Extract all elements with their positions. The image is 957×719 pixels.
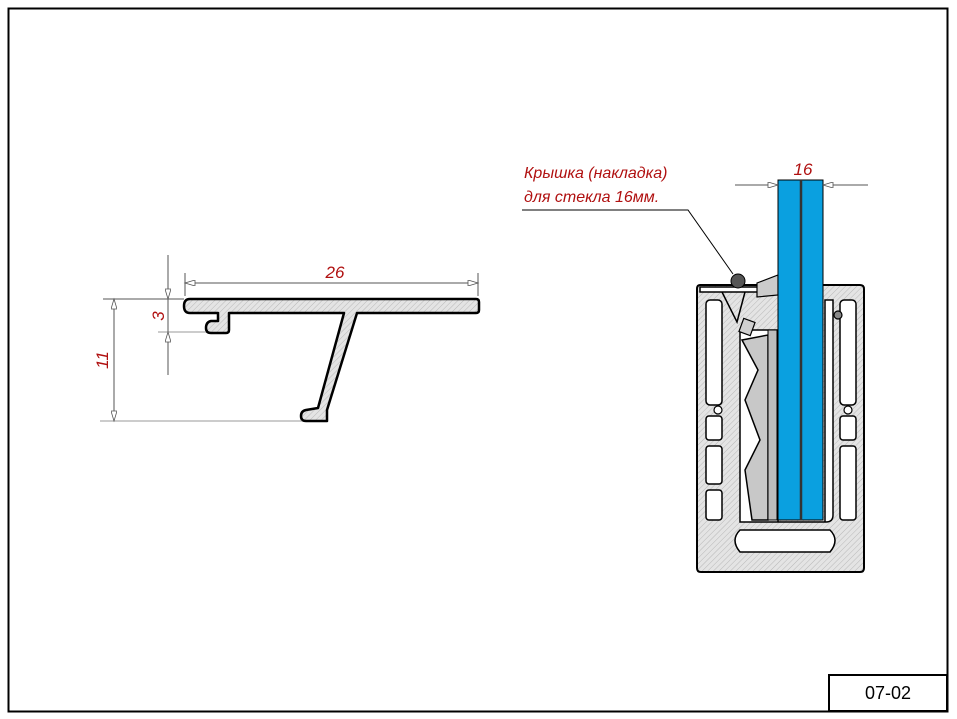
drawing-frame (7, 7, 949, 713)
dim-glass-label: 16 (794, 160, 813, 179)
dim-height-label: 11 (93, 351, 112, 369)
dim-hook-label: 3 (149, 311, 168, 321)
sheet-code: 07-02 (865, 683, 911, 703)
title-block: 07-02 (828, 674, 948, 712)
callout-line-2: для стекла 16мм. (524, 189, 659, 206)
glass-base-assembly: 16 Крышка (накладка) для стекла 16мм. (522, 160, 868, 573)
callout-leader (522, 209, 734, 275)
dim-width-label: 26 (325, 263, 345, 282)
cover-profile-section: 26 11 3 (93, 255, 481, 421)
callout-line-1: Крышка (накладка) (524, 165, 667, 182)
cover-cap-marker (730, 273, 746, 289)
